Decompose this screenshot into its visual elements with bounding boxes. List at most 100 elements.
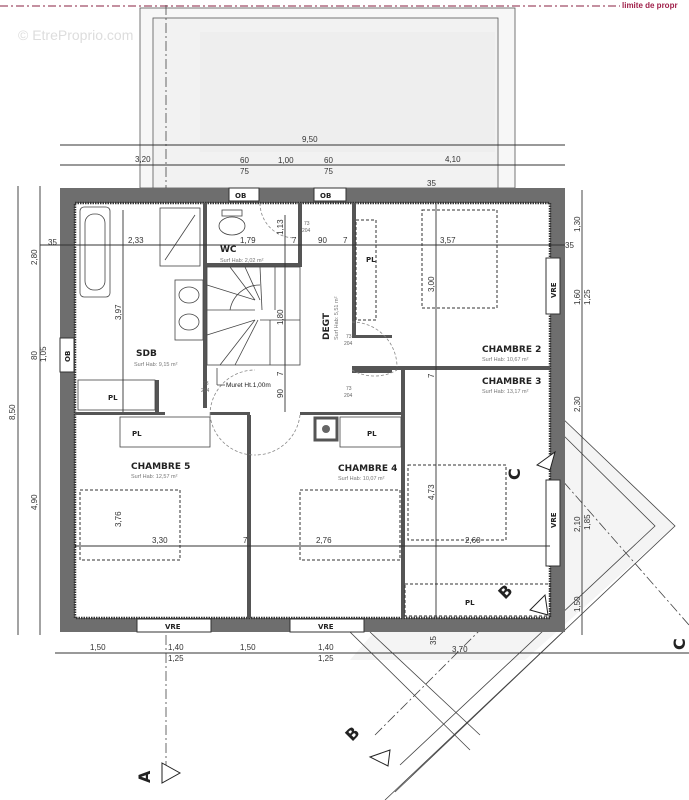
watermark: © EtreProprio.com: [18, 27, 133, 43]
svg-text:3,00: 3,00: [427, 276, 436, 292]
svg-text:DEGT: DEGT: [322, 312, 332, 340]
svg-text:1,40: 1,40: [318, 643, 334, 652]
svg-text:2,30: 2,30: [573, 396, 582, 412]
right-dimensions: 1,30 35 1,60 1,25 2,30 2,10 1,85 1,50: [565, 190, 592, 635]
svg-text:C: C: [505, 468, 524, 480]
svg-text:OB: OB: [320, 192, 331, 200]
svg-text:WC: WC: [220, 245, 237, 255]
svg-text:3,70: 3,70: [452, 645, 468, 654]
closet-chambre2: [355, 219, 377, 321]
section-mark-a: A: [135, 762, 182, 784]
svg-text:60: 60: [240, 156, 249, 165]
closet-chambre5: [119, 416, 211, 448]
section-mark-c-outer: C: [670, 638, 689, 650]
bathtub-icon: [79, 206, 111, 298]
closet-label: PL: [366, 256, 376, 264]
shower-icon: [159, 207, 201, 267]
svg-text:204: 204: [201, 388, 210, 394]
svg-text:7: 7: [427, 373, 436, 378]
svg-text:1,50: 1,50: [90, 643, 106, 652]
room-wc: WC Surf Hab: 2,02 m²: [220, 245, 264, 264]
svg-text:VRE: VRE: [550, 282, 558, 298]
top-dimensions: 9,50 3,20 60 75 1,00 60 75 4,10 35: [60, 135, 565, 188]
svg-text:3,30: 3,30: [152, 536, 168, 545]
window-ob-2: OB: [313, 187, 347, 202]
svg-text:OB: OB: [235, 192, 246, 200]
svg-text:OB: OB: [64, 351, 72, 362]
svg-text:3,57: 3,57: [440, 236, 456, 245]
svg-text:73: 73: [203, 381, 209, 387]
closet-chambre3: [404, 583, 551, 617]
svg-text:VRE: VRE: [550, 512, 558, 528]
bed-chambre5: [79, 489, 181, 561]
svg-text:3,97: 3,97: [114, 304, 123, 320]
closet-label: PL: [465, 599, 475, 607]
svg-text:35: 35: [48, 238, 57, 247]
svg-text:1,25: 1,25: [168, 654, 184, 663]
svg-text:1,60: 1,60: [573, 289, 582, 305]
svg-text:35: 35: [565, 241, 574, 250]
svg-text:1,25: 1,25: [583, 289, 592, 305]
window-vre-chambre2: VRE: [545, 257, 561, 315]
terrace-shadow: [200, 32, 495, 152]
bed-chambre2: [421, 209, 498, 309]
svg-text:2,60: 2,60: [465, 536, 481, 545]
svg-text:1,79: 1,79: [240, 236, 256, 245]
svg-text:35: 35: [429, 636, 438, 645]
section-mark-b-bottom: B: [341, 723, 391, 767]
svg-text:1,25: 1,25: [318, 654, 334, 663]
svg-text:35: 35: [427, 179, 436, 188]
svg-text:7: 7: [292, 236, 297, 245]
svg-text:90: 90: [318, 236, 327, 245]
svg-text:Surf Hab: 2,02 m²: Surf Hab: 2,02 m²: [220, 258, 264, 264]
svg-text:3,76: 3,76: [114, 511, 123, 527]
svg-text:B: B: [341, 723, 363, 745]
svg-text:4,90: 4,90: [30, 494, 39, 510]
svg-text:1,50: 1,50: [573, 596, 582, 612]
svg-text:90: 90: [276, 389, 285, 398]
svg-text:2,10: 2,10: [573, 516, 582, 532]
svg-text:4,10: 4,10: [445, 155, 461, 164]
svg-text:1,05: 1,05: [39, 346, 48, 362]
svg-text:75: 75: [324, 167, 333, 176]
svg-text:VRE: VRE: [165, 623, 181, 631]
svg-text:8,50: 8,50: [8, 404, 17, 420]
svg-text:4,73: 4,73: [427, 484, 436, 500]
svg-text:7: 7: [243, 536, 248, 545]
svg-text:2,33: 2,33: [128, 236, 144, 245]
svg-text:204: 204: [344, 341, 353, 347]
property-limit-label: limite de propr: [622, 1, 678, 10]
svg-text:CHAMBRE 2: CHAMBRE 2: [482, 345, 541, 355]
window-vre-chambre4: VRE: [289, 618, 365, 633]
svg-text:204: 204: [302, 228, 311, 234]
bed-chambre4: [299, 489, 401, 561]
toilet-icon: [218, 209, 246, 236]
closet-label: PL: [132, 430, 142, 438]
svg-text:80: 80: [30, 351, 39, 360]
svg-text:2,80: 2,80: [30, 249, 39, 265]
svg-text:C: C: [670, 638, 689, 650]
svg-text:VRE: VRE: [318, 623, 334, 631]
window-ob-3: OB: [59, 337, 75, 373]
bed-chambre3: [407, 464, 507, 541]
svg-text:Surf Hab: 12,57 m²: Surf Hab: 12,57 m²: [131, 474, 178, 480]
svg-text:73: 73: [346, 386, 352, 392]
svg-text:2,76: 2,76: [316, 536, 332, 545]
svg-text:Surf Hab: 9,15 m²: Surf Hab: 9,15 m²: [134, 362, 178, 368]
closet-label: PL: [367, 430, 377, 438]
closet-chambre4: [339, 416, 402, 448]
svg-text:9,50: 9,50: [302, 135, 318, 144]
svg-text:Surf Hab: 10,67 m²: Surf Hab: 10,67 m²: [482, 357, 529, 363]
svg-text:CHAMBRE 4: CHAMBRE 4: [338, 464, 397, 474]
svg-text:1,50: 1,50: [240, 643, 256, 652]
muret-label: Muret Ht.1,00m: [226, 382, 271, 389]
svg-text:CHAMBRE 3: CHAMBRE 3: [482, 377, 541, 387]
svg-text:SDB: SDB: [136, 349, 157, 359]
svg-text:7: 7: [343, 236, 348, 245]
svg-text:60: 60: [324, 156, 333, 165]
interior-dimensions: 2,33 1,79 1,13 7 90 7 3,57 3,00 3,97 1,8…: [40, 203, 565, 618]
svg-text:1,80: 1,80: [276, 309, 285, 325]
room-sdb: SDB Surf Hab: 9,15 m²: [134, 349, 178, 368]
